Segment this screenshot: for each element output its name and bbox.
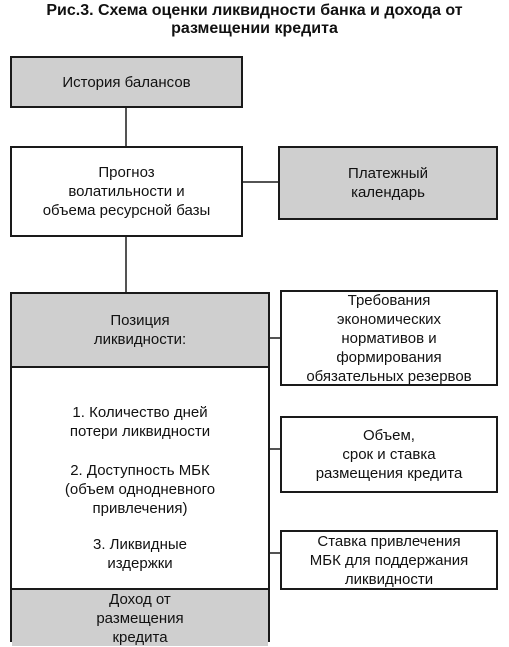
credit-volume-box: Объем, срок и ставка размещения кредита: [280, 416, 498, 493]
liquidity-position-header: Позиция ликвидности:: [12, 294, 268, 368]
forecast-box-label: Прогноз волатильности и объема ресурсной…: [42, 164, 211, 219]
calendar-box-label: Платежный календарь: [348, 165, 428, 201]
credit-income-footer: Доход от размещения кредита: [12, 588, 268, 646]
requirements-box-label: Требования экономических нормативов и фо…: [306, 291, 472, 385]
requirements-box: Требования экономических нормативов и фо…: [280, 290, 498, 386]
liquidity-item-costs: 3. Ликвидные издержки: [93, 536, 187, 572]
mbk-rate-box-label: Ставка привлечения МБК для поддержания л…: [309, 532, 469, 588]
figure-title: Рис.3. Схема оценки ликвидности банка и …: [46, 2, 463, 37]
credit-income-label: Доход от размещения кредита: [96, 590, 184, 646]
liquidity-item-mbk: 2. Доступность МБК (объем однодневного п…: [64, 462, 216, 517]
credit-volume-box-label: Объем, срок и ставка размещения кредита: [315, 427, 463, 482]
forecast-box: Прогноз волатильности и объема ресурсной…: [10, 146, 243, 237]
mbk-rate-box: Ставка привлечения МБК для поддержания л…: [280, 530, 498, 590]
liquidity-panel: Позиция ликвидности: 1. Количество дней …: [10, 292, 270, 646]
history-box-label: История балансов: [62, 73, 191, 91]
history-box: История балансов: [10, 56, 243, 108]
liquidity-item-days: 1. Количество дней потери ликвидности: [69, 404, 211, 440]
liquidity-position-label: Позиция ликвидности:: [93, 312, 187, 348]
calendar-box: Платежный календарь: [278, 146, 498, 220]
